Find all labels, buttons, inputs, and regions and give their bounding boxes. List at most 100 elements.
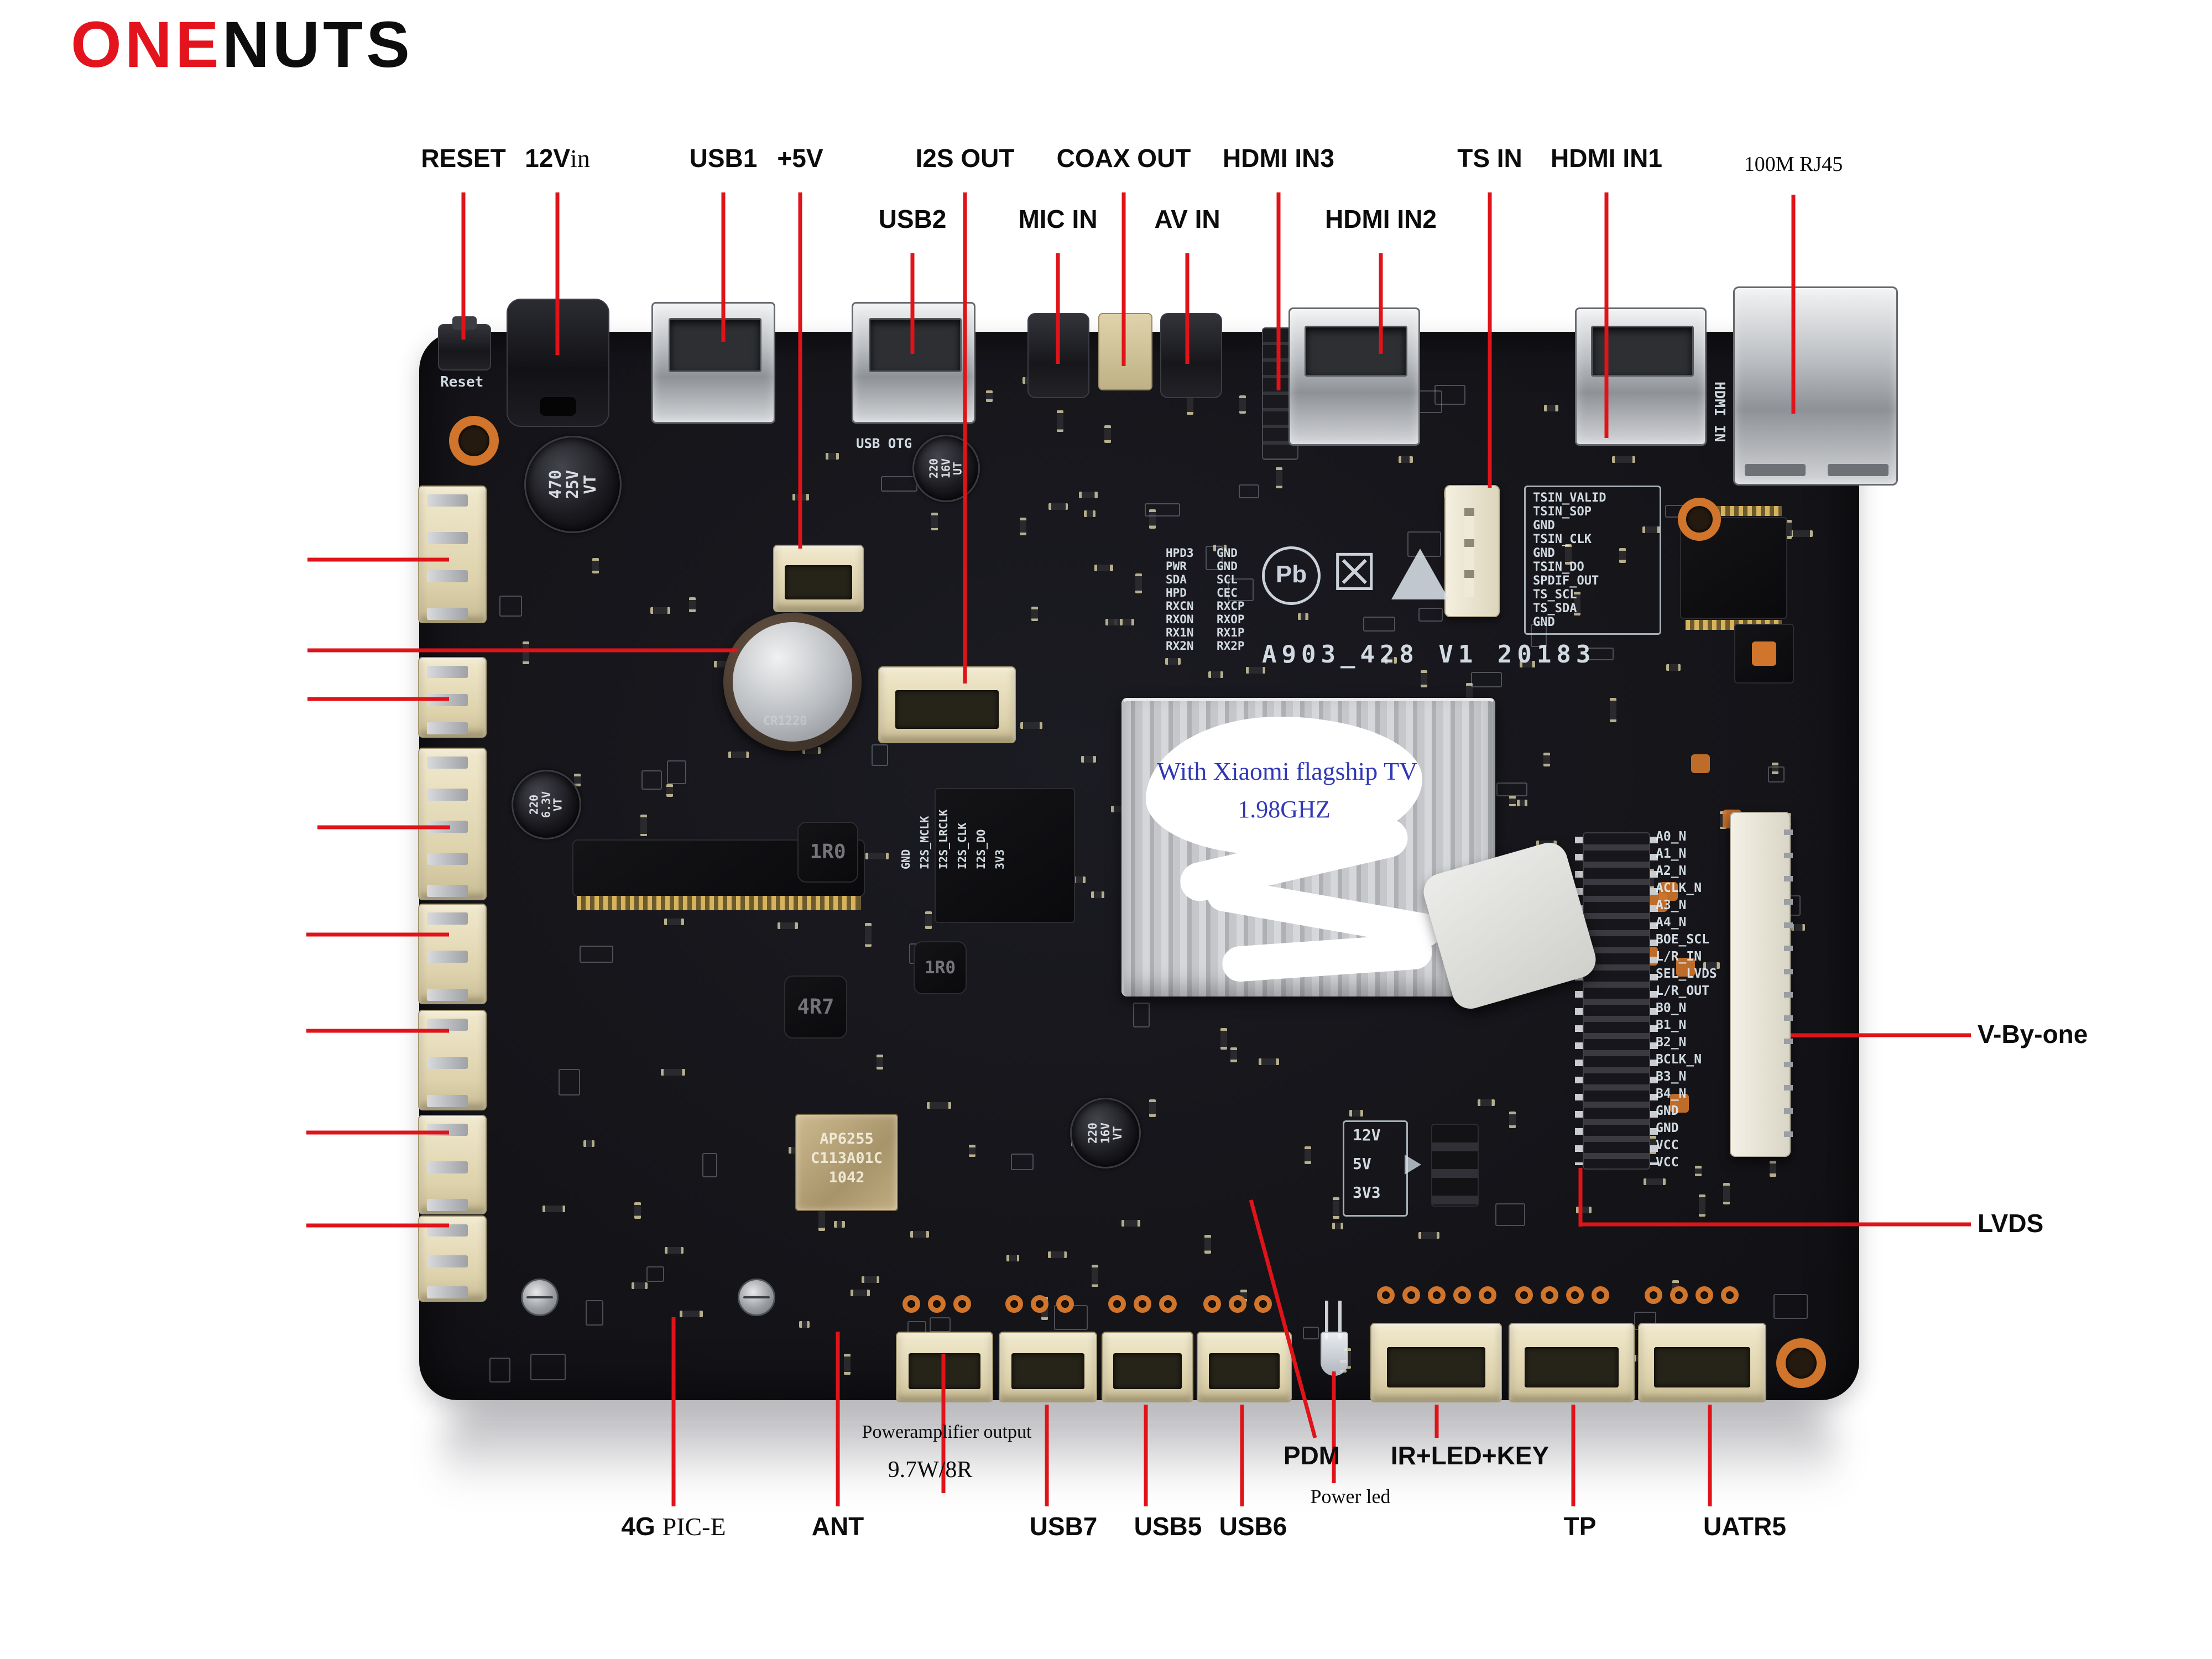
orange-pad (1670, 1094, 1689, 1113)
vbyone-contacts (1784, 830, 1793, 1139)
orange-pad (1659, 881, 1678, 901)
orange-pad (1676, 957, 1695, 977)
label-usb7: USB7 (1029, 1512, 1098, 1541)
usb7-connector (999, 1332, 1097, 1402)
silk-outline (1133, 1003, 1150, 1027)
silk-outline (1011, 1153, 1034, 1170)
inductor-1: 1R0 (914, 941, 967, 994)
i2s-slot (895, 690, 999, 729)
lvds-right-19: VCC (1656, 1155, 1679, 1170)
smd-part (1349, 1110, 1364, 1117)
mini-pcie-pins (577, 896, 860, 910)
backlight-connector (418, 748, 487, 900)
solder-pad (1479, 1286, 1496, 1304)
smd-part (1083, 510, 1096, 518)
connector-pin (427, 1019, 468, 1031)
smd-part (680, 1311, 703, 1318)
lvds-right-8: SEL_LVDS (1656, 967, 1717, 981)
psu-item-0: 12V (1353, 1126, 1381, 1144)
smd-part (1048, 503, 1068, 510)
smd-part (1204, 1235, 1212, 1254)
silk-outline (1238, 484, 1260, 499)
tsin-silk-box (1524, 486, 1661, 635)
label-pdm: PDM (1283, 1441, 1340, 1470)
smd-part (1298, 613, 1308, 620)
logo-one: ONE (71, 8, 222, 81)
cap-220-16v-mid: 220 16V VT (1070, 1098, 1141, 1168)
smd-part (1723, 1182, 1730, 1205)
smd-part (861, 1276, 879, 1283)
solder-pad (1695, 1286, 1713, 1304)
lvds-right-15: B4_N (1656, 1087, 1687, 1101)
smd-part (1420, 670, 1427, 688)
uart1-connector (418, 904, 487, 1004)
smd-part (799, 1321, 810, 1328)
label-reset: RESET (421, 144, 506, 173)
label-4g-pcie: 4G PIC-E (621, 1513, 726, 1540)
usb5-connector (1102, 1332, 1193, 1402)
solder-pad (1229, 1295, 1246, 1313)
tsin-pin-7: TS_SCL (1533, 588, 1577, 602)
smd-part (1081, 756, 1096, 763)
lvds-pin-header (1575, 832, 1658, 1170)
connector-pin (427, 1057, 468, 1069)
silk-outline (641, 770, 662, 790)
dc-jack-hole (540, 397, 576, 416)
label-ir-led-key: IR+LED+KEY (1390, 1441, 1550, 1470)
smd-part (931, 512, 938, 531)
smd-part (1091, 1264, 1098, 1287)
smd-part (1073, 877, 1086, 883)
solder-pad (1134, 1295, 1151, 1313)
connector-pin (427, 666, 468, 678)
ir-led-key-connector (1370, 1323, 1502, 1402)
solder-pad (1670, 1286, 1688, 1304)
rj45-feet2 (1828, 464, 1888, 476)
smd-part (1047, 1251, 1067, 1258)
emmc-chip (935, 788, 1075, 923)
smd-part (1770, 1161, 1777, 1177)
connector-pin (427, 757, 468, 769)
label-amp-output: Poweramplifier output (862, 1422, 1032, 1442)
onenuts-logo: ONENUTS (71, 12, 413, 77)
silk-outline (580, 946, 614, 963)
lvds-right-12: B2_N (1656, 1035, 1687, 1050)
smd-part (640, 814, 648, 837)
screw-left (521, 1279, 559, 1316)
esd-triangle-icon (1391, 549, 1449, 599)
smd-part (688, 597, 696, 613)
usb2-port (852, 302, 975, 424)
label-part: PIC-E (662, 1512, 726, 1541)
silk-outline (585, 1300, 604, 1326)
smd-part (1105, 618, 1123, 625)
solder-pad (1453, 1286, 1471, 1304)
label-plus5v: +5V (777, 144, 823, 173)
smd-part (583, 1140, 595, 1147)
smd-part (1305, 1146, 1312, 1164)
hdmi-pin-c2: RX2P (1217, 639, 1245, 653)
connector-pin (427, 1095, 468, 1107)
connector-pin (427, 722, 468, 734)
solder-pad (1515, 1286, 1533, 1304)
smd-part (1104, 425, 1112, 444)
orange-pad (1691, 754, 1710, 774)
connector-pin (427, 1199, 468, 1211)
lvds-right-13: BCLK_N (1656, 1052, 1702, 1067)
solder-pad (1541, 1286, 1558, 1304)
lvds-right-17: GND (1656, 1121, 1679, 1135)
wifi-line: C113A01C (810, 1150, 883, 1167)
lvds-right-5: A4_N (1656, 915, 1687, 930)
lvds-right-9: L/R_OUT (1656, 984, 1709, 998)
connector-pin (427, 989, 468, 1001)
silk-outline (1471, 671, 1502, 688)
label-coax-out: COAX OUT (1056, 144, 1191, 173)
av-in-jack (1160, 313, 1222, 398)
silk-outline (1586, 647, 1614, 660)
